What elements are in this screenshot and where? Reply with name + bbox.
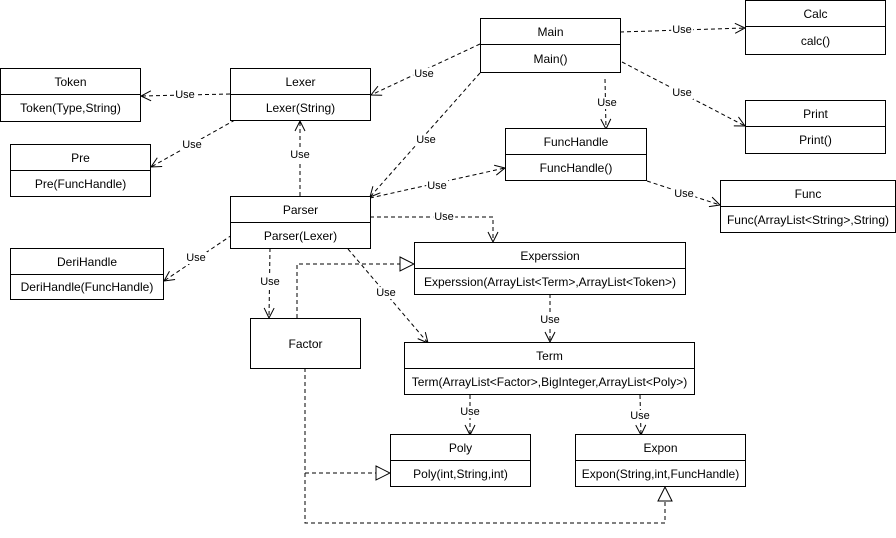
class-factor-name: Factor [288,336,323,351]
class-term-name: Term [405,343,694,369]
class-parser[interactable]: Parser Parser(Lexer) [230,196,371,249]
edge-label-parser-derihandle: Use [185,252,207,264]
class-token[interactable]: Token Token(Type,String) [0,68,141,122]
class-expon-method: Expon(String,int,FuncHandle) [581,466,740,481]
edge-main-lexer [371,43,481,95]
class-main-method: Main() [533,51,568,66]
class-func-name: Func [721,181,895,207]
edge-label-main-print: Use [671,87,693,99]
edge-label-lexer-pre: Use [181,139,203,151]
class-func[interactable]: Func Func(ArrayList<String>,String) [720,180,896,233]
class-funchandle-name: FuncHandle [506,129,646,155]
class-experssion[interactable]: Experssion Experssion(ArrayList<Term>,Ar… [414,242,686,295]
edge-label-funchandle-func: Use [673,188,695,200]
class-funchandle[interactable]: FuncHandle FuncHandle() [505,128,647,181]
class-print-name: Print [746,101,885,127]
class-term-method: Term(ArrayList<Factor>,BigInteger,ArrayL… [411,374,688,389]
edge-label-term-expon: Use [629,410,651,422]
edge-factor-experssion [296,264,414,318]
class-term[interactable]: Term Term(ArrayList<Factor>,BigInteger,A… [404,342,695,395]
edge-label-parser-lexer: Use [289,149,311,161]
class-pre-name: Pre [11,145,150,171]
edge-main-funchandle [605,78,606,129]
edge-factor-poly [304,368,390,473]
class-derihandle-method: DeriHandle(FuncHandle) [20,280,154,294]
class-calc[interactable]: Calc calc() [745,0,886,55]
edge-label-main-calc: Use [671,24,693,36]
class-parser-name: Parser [231,197,370,223]
class-experssion-name: Experssion [415,243,685,269]
class-derihandle-name: DeriHandle [11,249,163,275]
class-func-method: Func(ArrayList<String>,String) [726,212,890,227]
class-lexer[interactable]: Lexer Lexer(String) [230,68,371,121]
edge-parser-funchandle [369,168,505,199]
edge-label-experssion-term: Use [539,314,561,326]
class-parser-method: Parser(Lexer) [263,228,338,243]
edge-factor-expon [304,473,665,524]
class-token-method: Token(Type,String) [20,101,121,115]
class-pre-method: Pre(FuncHandle) [34,176,127,191]
class-poly[interactable]: Poly Poly(int,String,int) [390,434,531,487]
edge-lexer-pre [151,119,236,167]
class-lexer-method: Lexer(String) [265,100,336,115]
edge-label-term-poly: Use [459,406,481,418]
class-expon-name: Expon [576,435,745,461]
class-token-name: Token [1,69,140,95]
class-print[interactable]: Print Print() [745,100,886,154]
class-poly-method: Poly(int,String,int) [413,466,508,481]
edge-label-parser-funchandle: Use [426,180,448,192]
class-main[interactable]: Main Main() [480,18,621,73]
class-main-name: Main [481,19,620,45]
class-poly-name: Poly [391,435,530,461]
edge-label-main-funchandle: Use [596,97,618,109]
edge-parser-experssion [370,216,493,242]
edge-label-parser-experssion: Use [433,211,455,223]
edge-label-parser-term: Use [375,287,397,299]
edge-label-lexer-token: Use [174,89,196,101]
edge-label-main-parser: Use [415,134,437,146]
edge-main-print [621,61,745,126]
class-expon[interactable]: Expon Expon(String,int,FuncHandle) [575,434,746,487]
class-factor[interactable]: Factor [250,318,361,369]
class-print-method: Print() [799,133,832,147]
class-pre[interactable]: Pre Pre(FuncHandle) [10,144,151,197]
class-calc-name: Calc [746,1,885,27]
edge-label-parser-factor: Use [259,276,281,288]
class-derihandle[interactable]: DeriHandle DeriHandle(FuncHandle) [10,248,164,300]
edge-label-main-lexer: Use [413,68,435,80]
class-lexer-name: Lexer [231,69,370,95]
class-funchandle-method: FuncHandle() [539,160,613,175]
class-experssion-method: Experssion(ArrayList<Term>,ArrayList<Tok… [423,274,677,289]
class-calc-method: calc() [800,33,831,48]
